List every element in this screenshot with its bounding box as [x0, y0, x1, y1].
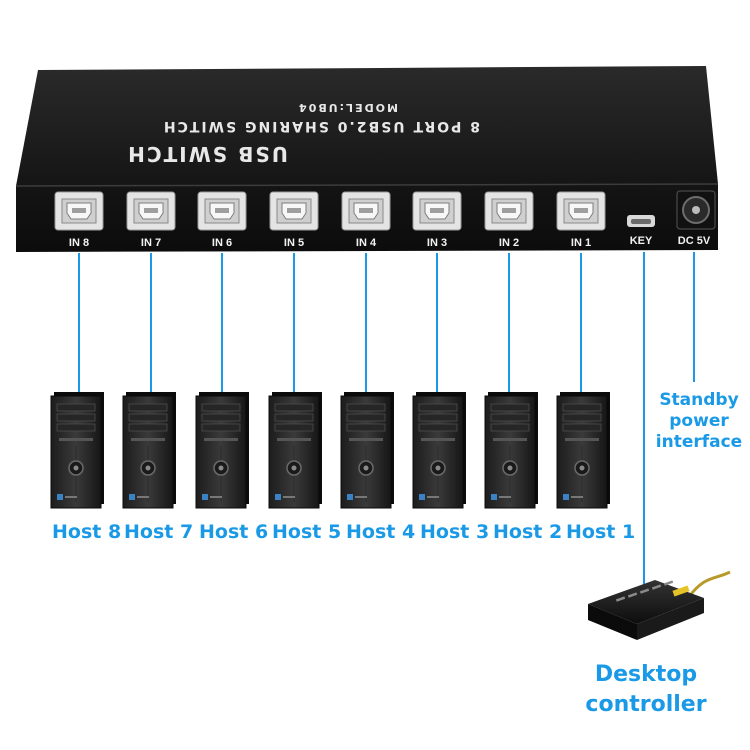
device-model-label: MODEL:UB04 [297, 101, 398, 114]
usb-port-in-8: IN 8 [54, 191, 104, 249]
device-brand-label: USB SWITCH [126, 142, 288, 166]
usb-port-in-3: IN 3 [412, 191, 462, 249]
controller-label-line2: controller [585, 692, 707, 717]
usb-port-in-1: IN 1 [556, 191, 606, 249]
host-computer-1 [556, 392, 610, 509]
host-computer-2 [484, 392, 538, 509]
host-computer-4 [340, 392, 394, 509]
controller-buttons [615, 580, 674, 602]
desktop-controller-device [588, 570, 731, 640]
host-computer-6 [195, 392, 249, 509]
host-label-8: Host 8 [52, 521, 122, 543]
power-jack: DC 5V [676, 190, 716, 247]
port-label: IN 6 [212, 237, 232, 249]
host-label-4: Host 4 [346, 521, 416, 543]
device-top-face [16, 66, 718, 186]
host-label-2: Host 2 [493, 521, 563, 543]
controller-label-line1: Desktop [594, 662, 698, 687]
host-computer-5 [268, 392, 322, 509]
controller-side [637, 598, 704, 640]
key-port-label: KEY [630, 235, 653, 247]
standby-label-line3: interface [655, 432, 743, 452]
controller-front [588, 604, 637, 640]
host-computer-3 [412, 392, 466, 509]
standby-power-label: Standby power interface [653, 390, 745, 453]
port-label: IN 8 [69, 237, 89, 249]
port-label: IN 3 [427, 237, 447, 249]
usb-port-in-6: IN 6 [197, 191, 247, 249]
standby-label-line2: power [669, 411, 729, 431]
port-label: IN 2 [499, 237, 519, 249]
host-computer-8 [50, 392, 104, 509]
port-label: IN 5 [284, 237, 304, 249]
host-label-6: Host 6 [199, 521, 269, 543]
port-label: IN 7 [141, 237, 161, 249]
power-port-label: DC 5V [678, 235, 711, 247]
usb-port-in-5: IN 5 [269, 191, 319, 249]
host-label-1: Host 1 [566, 521, 636, 543]
usb-ports: IN 8 IN 7 IN 6 IN 5 IN 4 IN 3 IN 2 IN 1 [54, 191, 606, 249]
standby-label-line1: Standby [659, 390, 739, 410]
key-port: KEY [627, 215, 655, 247]
host-label-3: Host 3 [420, 521, 490, 543]
connection-lines [78, 252, 695, 590]
usb-port-in-4: IN 4 [341, 191, 391, 249]
host-label-5: Host 5 [272, 521, 342, 543]
port-label: IN 4 [356, 237, 377, 249]
host-computer-7 [122, 392, 176, 509]
host-label-7: Host 7 [124, 521, 194, 543]
usb-port-in-7: IN 7 [126, 191, 176, 249]
port-label: IN 1 [571, 237, 591, 249]
host-computers [50, 392, 610, 509]
device-product-label: 8 PORT USB2.0 SHARING SWITCH [162, 118, 480, 134]
usb-port-in-2: IN 2 [484, 191, 534, 249]
desktop-controller-label: Desktop controller [578, 660, 714, 720]
